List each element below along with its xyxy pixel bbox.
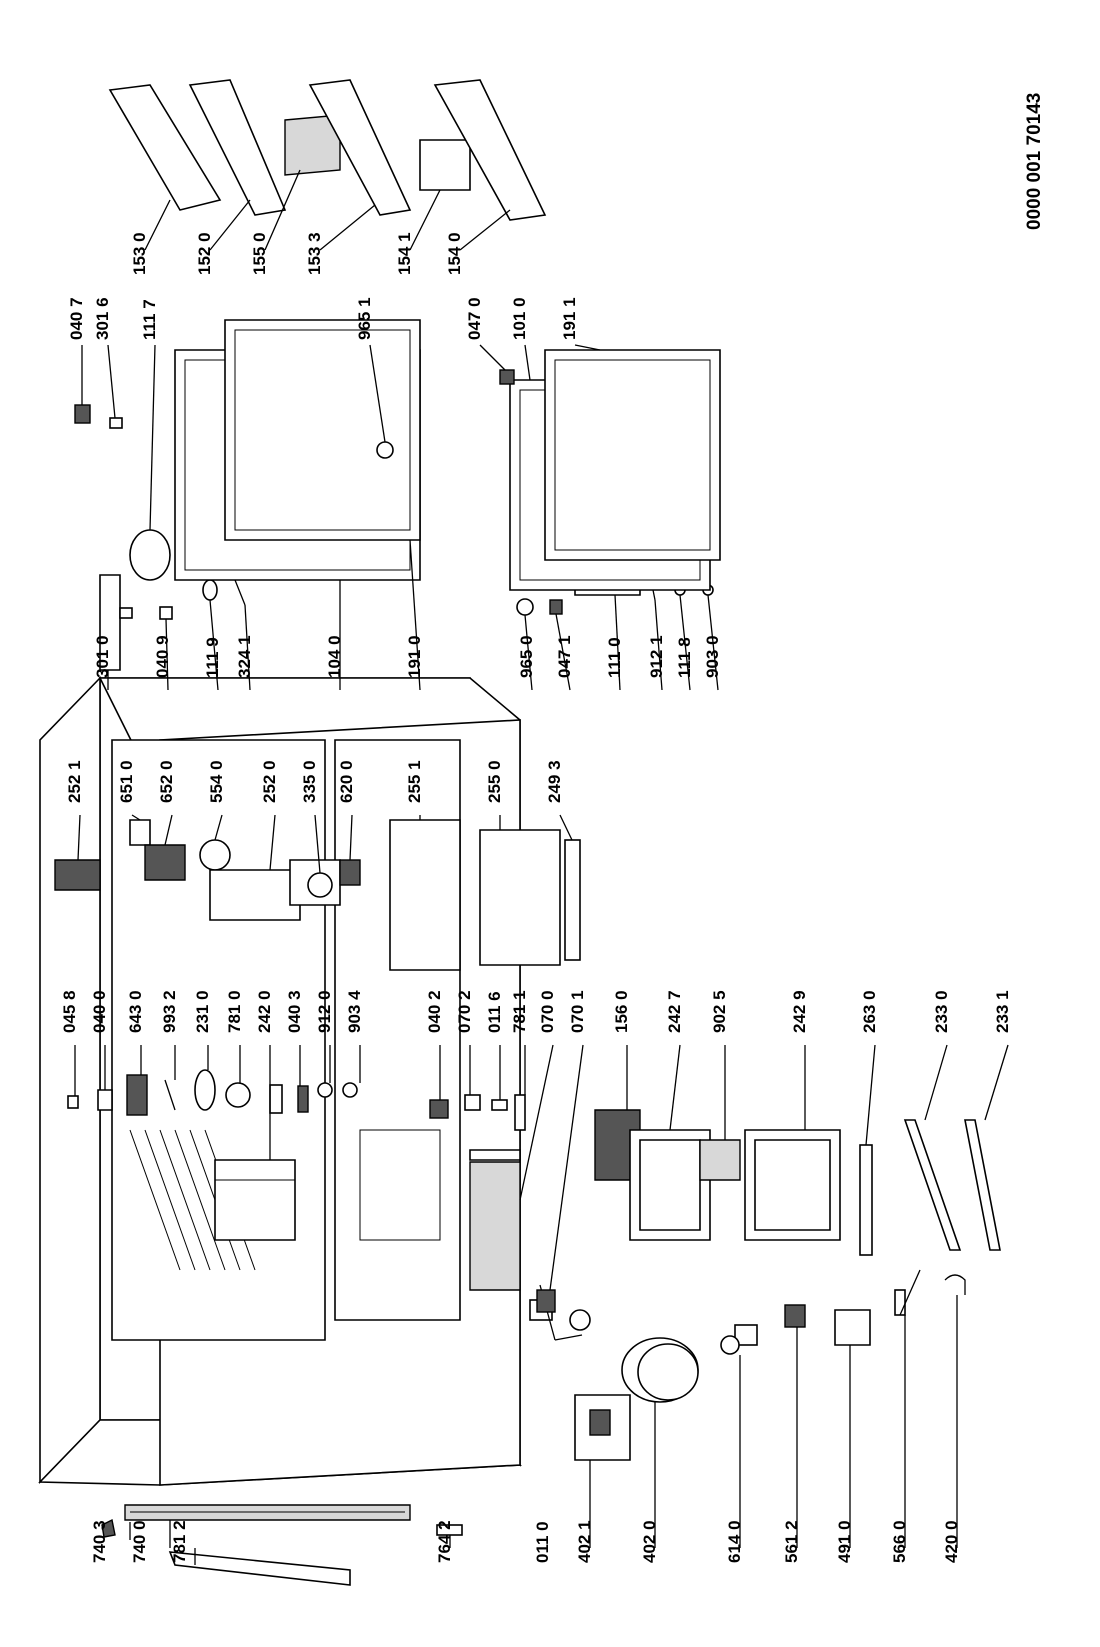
rear-vent-strip [124, 1504, 411, 1521]
door-balconies [108, 79, 547, 221]
part-label-p3350: 335 0 [300, 760, 319, 803]
part-label-p2550: 255 0 [485, 760, 504, 803]
part-label-p6200: 620 0 [337, 760, 356, 803]
part-label-p0407: 040 7 [67, 297, 86, 340]
part-label-p0402: 040 2 [425, 990, 444, 1033]
vent-cap [101, 1518, 116, 1538]
part-label-p2521: 252 1 [65, 760, 84, 803]
part-label-p7811: 781 1 [510, 990, 529, 1033]
part-label-p1910: 191 0 [405, 635, 424, 678]
part-label-p2330: 233 0 [932, 990, 951, 1033]
part-label-p7642: 764 2 [435, 1520, 454, 1563]
part-label-p0700: 070 0 [538, 990, 557, 1033]
part-label-p1530: 153 0 [130, 232, 149, 275]
cabinet-accessories [67, 1069, 556, 1313]
part-label-p2493: 249 3 [545, 760, 564, 803]
part-label-p1119: 111 9 [203, 637, 222, 678]
part-label-p9651: 965 1 [355, 297, 374, 340]
part-label-p9120: 912 0 [315, 990, 334, 1033]
part-label-p6140: 614 0 [725, 1520, 744, 1563]
part-label-p1040: 104 0 [325, 635, 344, 678]
part-label-p0458: 045 8 [60, 990, 79, 1033]
part-label-p2310: 231 0 [193, 990, 212, 1033]
part-label-p9030: 903 0 [703, 635, 722, 678]
part-label-p2630: 263 0 [860, 990, 879, 1033]
part-label-p6520: 652 0 [157, 760, 176, 803]
part-label-p1911: 191 1 [560, 297, 579, 340]
part-label-p3016: 301 6 [93, 297, 112, 340]
part-label-p2429: 242 9 [790, 990, 809, 1033]
cabinet-body [38, 676, 522, 1486]
part-label-p6430: 643 0 [126, 990, 145, 1033]
part-label-p9650: 965 0 [517, 635, 536, 678]
part-label-p5660: 566 0 [890, 1520, 909, 1563]
part-label-p1550: 155 0 [250, 232, 269, 275]
part-label-p1010: 101 0 [510, 297, 529, 340]
document-number: 0000 001 70143 [1024, 93, 1045, 230]
part-label-p2331: 233 1 [993, 990, 1012, 1033]
part-label-p1560: 156 0 [612, 990, 631, 1033]
part-label-p9932: 993 2 [160, 990, 179, 1033]
part-label-p5540: 554 0 [207, 760, 226, 803]
part-label-p1520: 152 0 [195, 232, 214, 275]
compressor-group [574, 1269, 966, 1461]
part-label-p9025: 902 5 [710, 990, 729, 1033]
part-label-p1533: 153 3 [305, 232, 324, 275]
part-label-p7810: 781 0 [225, 990, 244, 1033]
shelves-and-controls [54, 819, 581, 971]
part-label-p0403: 040 3 [285, 990, 304, 1033]
freezer-drawers [594, 1109, 1001, 1256]
part-label-p1540: 154 0 [445, 232, 464, 275]
part-label-p2551: 255 1 [405, 760, 424, 803]
part-label-p0116: 011 6 [485, 991, 504, 1033]
leader-lines [74, 169, 1009, 1565]
part-label-p1110: 111 0 [605, 637, 624, 678]
part-label-p0701: 070 1 [568, 990, 587, 1033]
part-label-p7400: 740 0 [130, 1520, 149, 1563]
part-label-p0400: 040 0 [90, 990, 109, 1033]
part-label-p2420: 242 0 [255, 990, 274, 1033]
part-label-p0470: 047 0 [465, 297, 484, 340]
part-label-p0702: 070 2 [455, 990, 474, 1033]
part-label-p9121: 912 1 [647, 635, 666, 678]
part-label-p5612: 561 2 [782, 1520, 801, 1563]
part-label-p7403: 740 3 [90, 1520, 109, 1563]
part-label-p0110: 011 0 [533, 1521, 552, 1563]
part-label-p0471: 047 1 [555, 635, 574, 678]
fridge-door [74, 319, 421, 671]
part-label-p1541: 154 1 [395, 232, 414, 275]
part-label-p2520: 252 0 [260, 760, 279, 803]
part-label-p4910: 491 0 [835, 1520, 854, 1563]
rear-cover-panel [168, 1551, 351, 1586]
part-label-p4021: 402 1 [575, 1520, 594, 1563]
part-label-p4020: 402 0 [640, 1520, 659, 1563]
part-label-p2427: 242 7 [665, 990, 684, 1033]
part-label-p3241: 324 1 [235, 635, 254, 678]
part-label-p0409: 040 9 [153, 635, 172, 678]
part-label-p9034: 903 4 [345, 990, 364, 1033]
part-label-p3010: 301 0 [93, 635, 112, 678]
part-label-p6510: 651 0 [117, 760, 136, 803]
part-label-p1117: 111 7 [140, 299, 159, 340]
part-label-p7812: 781 2 [170, 1520, 189, 1563]
part-labels: 740 3 740 0 781 2 764 2 011 0 402 1 402 0 614 0… [60, 232, 1012, 1563]
part-label-p4200: 420 0 [942, 1520, 961, 1563]
part-label-p1118: 111 8 [675, 637, 694, 678]
freezer-door [499, 349, 721, 616]
